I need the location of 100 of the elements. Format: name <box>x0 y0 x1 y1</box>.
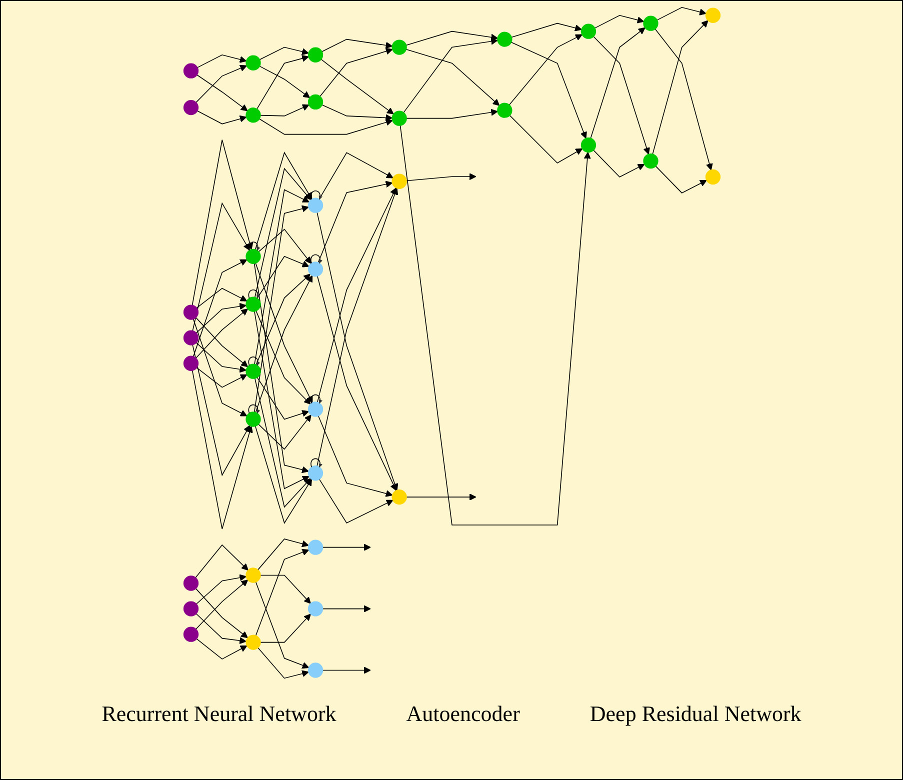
arrow <box>592 150 644 178</box>
arrow <box>254 426 312 524</box>
arrow <box>322 666 370 674</box>
neuron-circle <box>580 24 596 39</box>
diagram-caption: Autoencoder <box>406 701 520 727</box>
arrow <box>321 104 392 122</box>
neuron-circle <box>182 100 198 116</box>
neuron-circle <box>245 248 260 264</box>
arrow <box>254 152 312 250</box>
neuron-circle <box>182 63 198 78</box>
diagram-caption: Deep Residual Network <box>590 701 802 727</box>
arrow <box>594 14 644 28</box>
neuron-circle <box>245 634 260 650</box>
arrow <box>318 478 393 524</box>
self-loop-arrow <box>310 458 322 468</box>
neuron-circle <box>391 40 406 55</box>
self-loop-arrow <box>248 242 260 251</box>
arrow <box>257 647 308 679</box>
arrow <box>196 110 246 124</box>
arrow <box>319 48 392 97</box>
neuron-circle <box>642 16 658 31</box>
arrow <box>406 494 476 501</box>
arrow <box>254 548 309 636</box>
arrow <box>195 580 248 630</box>
arrow <box>254 189 309 365</box>
arrow <box>255 310 310 404</box>
arrow <box>256 55 308 110</box>
arrow <box>196 74 248 112</box>
arrow <box>510 42 586 139</box>
neuron-circle <box>307 262 323 277</box>
neuron-circle <box>182 601 198 616</box>
arrow <box>196 367 247 388</box>
arrow <box>510 22 582 38</box>
arrow <box>402 38 498 113</box>
diagram-caption: Recurrent Neural Network <box>102 701 336 727</box>
arrow <box>322 605 370 612</box>
neuron-circle <box>307 198 323 213</box>
neuron-circle <box>307 662 323 678</box>
arrow <box>656 6 706 20</box>
arrow <box>256 376 308 420</box>
arrow <box>320 58 394 114</box>
neuron-circle <box>245 55 260 70</box>
arrow <box>508 34 582 106</box>
arrow <box>253 263 308 474</box>
arrow <box>258 228 311 264</box>
arrow <box>255 274 310 366</box>
arrow <box>195 574 246 604</box>
arrow <box>405 30 498 46</box>
arrow <box>195 342 246 373</box>
arrow <box>195 302 246 334</box>
neuron-circle <box>496 102 512 118</box>
arrow <box>652 20 708 154</box>
arrow <box>192 344 250 476</box>
arrow <box>258 414 311 450</box>
self-loop-arrow <box>248 356 260 366</box>
neuron-circle <box>245 412 260 427</box>
self-loop-arrow <box>310 190 322 200</box>
neuron-circle <box>307 540 323 555</box>
arrow <box>316 188 396 403</box>
neuron-circle <box>182 356 198 371</box>
arrow <box>254 310 309 490</box>
arrow <box>317 415 392 497</box>
neuron-circle <box>245 296 260 312</box>
arrow <box>192 318 247 416</box>
arrow <box>654 166 706 194</box>
neuron-circle <box>182 330 198 346</box>
neuron-circle <box>245 108 260 123</box>
arrow <box>316 276 396 491</box>
arrow <box>260 574 310 604</box>
arrow <box>195 308 248 358</box>
neuron-circle <box>182 576 198 591</box>
arrow <box>258 118 392 135</box>
arrow <box>321 38 392 52</box>
neuron-circle <box>307 402 323 417</box>
arrow <box>322 544 370 551</box>
self-loop-arrow <box>248 404 260 414</box>
arrow <box>260 104 309 116</box>
neuron-circle <box>182 626 198 642</box>
neuron-circle <box>580 137 596 153</box>
arrow <box>316 188 398 466</box>
neuron-circle <box>307 466 323 481</box>
arrow <box>195 64 246 103</box>
arrow <box>254 168 311 298</box>
arrow <box>194 588 248 638</box>
arrow <box>196 638 247 660</box>
arrow <box>195 317 248 368</box>
arrow <box>254 378 310 508</box>
arrow <box>258 66 310 98</box>
neuron-circle <box>245 364 260 379</box>
neuron-circle <box>307 601 323 616</box>
arrow <box>316 212 398 491</box>
neuron-circle <box>642 153 658 169</box>
arrow <box>254 582 309 669</box>
arrow <box>406 173 476 182</box>
arrow <box>317 180 392 263</box>
arrow <box>196 288 247 308</box>
arrow <box>260 614 310 643</box>
arrow <box>508 115 582 164</box>
arrow <box>405 48 500 106</box>
arrow <box>258 46 308 60</box>
